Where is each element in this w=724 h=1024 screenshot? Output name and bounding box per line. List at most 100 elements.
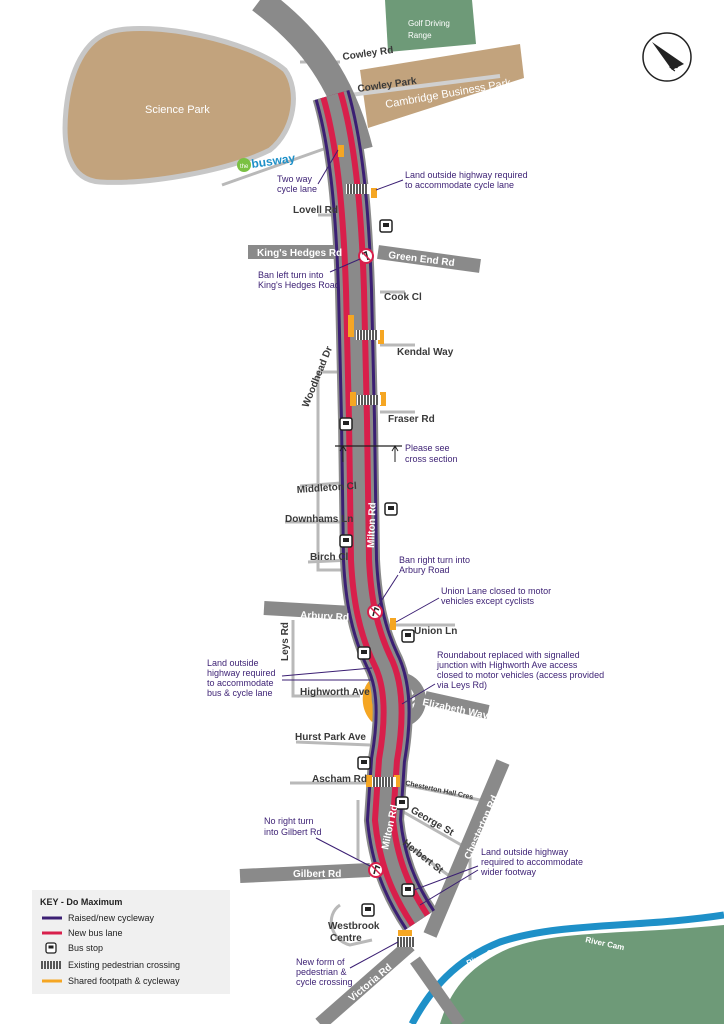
golf-label-2: Range [408,31,432,40]
anno-land-bus-2: highway required [207,668,276,678]
shared-path-4 [378,330,384,344]
leys-rd [291,620,360,698]
shared-path-3 [348,315,354,337]
bus-stop-icon [361,903,375,917]
label-gilbert-rd: Gilbert Rd [293,869,341,880]
leader-no-right [315,837,371,867]
chesterton-rd [423,759,510,938]
westbrook-loop [329,903,373,947]
busway-track [221,143,336,187]
leader-two-way [317,149,339,185]
ped-crossing-2 [356,330,380,340]
anno-ban-left-1: Ban left turn into [258,270,324,280]
hurst-park-ave [295,740,371,747]
shared-path-10 [398,930,412,936]
woodhead-dr-loop [316,370,355,572]
anno-land-bus-3: to accommodate [207,678,274,688]
map-key: KEY - Do Maximum Raised/new cycleway New… [32,890,230,994]
no-right-turn-icon [367,604,383,620]
shared-path-9 [390,618,396,630]
elizabeth-way [423,691,490,719]
bus-stop-icon [357,646,371,660]
anno-land-cycle-2: to accommodate cycle lane [405,180,514,190]
no-left-turn-icon [358,248,374,264]
golf-label: Golf Driving [408,19,450,28]
anno-crossing-2: pedestrian & [296,967,347,977]
anno-crossing-3: cycle crossing [296,977,353,987]
anno-cross-2: cross section [405,454,458,464]
business-park-area [360,44,524,128]
no-right-turn-icon [368,862,384,878]
leader-land-cycle [375,179,404,191]
bus-stop-icon [395,796,409,810]
label-ascham-rd: Ascham Rd [312,774,367,785]
anno-two-way-2: cycle lane [277,184,317,194]
busway-prefix: the [240,164,249,170]
label-cowley-rd: Cowley Rd [342,45,394,63]
key-label-cycleway: Raised/new cycleway [68,913,155,923]
leader-land-bus [281,667,373,681]
key-label-crossing: Existing pedestrian crossing [68,960,180,970]
leader-ban-left [329,258,361,273]
bus-stop-icon [339,417,353,431]
green-space [440,925,724,1024]
label-union-ln: Union Ln [414,626,457,637]
leader-crossing [349,941,399,969]
label-chesterton-hall-cres: Chesterton Hall Cres [405,780,474,801]
anno-footway-3: wider footway [480,867,537,877]
label-highworth-ave: Highworth Ave [300,687,370,698]
label-milton-rd-1: Milton Rd [366,502,379,548]
label-kings-hedges-rd: King's Hedges Rd [257,248,342,259]
leader-roundabout [401,683,436,705]
label-leys-rd: Leys Rd [280,622,291,661]
anno-ban-right-1: Ban right turn into [399,555,470,565]
anno-union-1: Union Lane closed to motor [441,586,551,596]
busway-logo-text: busway [250,151,296,171]
anno-union-2: vehicles except cyclists [441,596,535,606]
anno-crossing-1: New form of [296,957,345,967]
victoria-rd [315,939,415,1024]
label-fraser-rd: Fraser Rd [388,414,435,425]
gilbert-rd [239,863,371,883]
anno-two-way-1: Two way [277,174,313,184]
leader-union [395,597,440,623]
anno-footway-2: required to accommodate [481,857,583,867]
ped-crossing-5 [396,937,416,947]
bus-stop-icon [379,219,393,233]
anno-ban-right-2: Arbury Road [399,565,450,575]
label-lovell-rd: Lovell Rd [293,205,338,216]
key-label-bus-lane: New bus lane [68,928,123,938]
leader-ban-right [377,574,399,607]
key-label-shared: Shared footpath & cycleway [68,976,180,986]
anno-land-cycle-1: Land outside highway required [405,170,528,180]
label-downhams-ln: Downhams Ln [285,514,353,525]
chesterton-bridge-rd [410,956,465,1024]
label-cook-cl: Cook Cl [384,292,422,303]
shared-path-1 [338,145,344,157]
bus-stop-icon [339,534,353,548]
green-end-rd [377,245,481,273]
bus-stop-icon [357,756,371,770]
label-kendal-way: Kendal Way [397,347,454,358]
label-george-st: George St [409,805,456,839]
anno-roundabout-4: via Leys Rd) [437,680,487,690]
anno-no-right-1: No right turn [264,816,314,826]
compass: N [642,32,692,82]
key-label-bus-stop: Bus stop [68,943,103,953]
ped-crossing-3 [357,395,381,405]
anno-land-bus-1: Land outside [207,658,259,668]
busway-logo-icon [237,158,251,172]
anno-ban-left-2: King's Hedges Road [258,280,340,290]
key-bus-stop-icon [45,942,57,954]
anno-land-bus-4: bus & cycle lane [207,688,273,698]
label-arbury-rd: Arbury Rd [300,610,349,624]
cross-section-marker [335,445,402,462]
golf-range-area [385,0,476,52]
shared-path-8 [394,775,400,787]
label-middleton-cl: Middleton Cl [296,481,357,496]
anno-roundabout-3: closed to motor vehicles (access provide… [437,670,604,680]
anno-roundabout-1: Roundabout replaced with signalled [437,650,580,660]
shared-path-5 [350,392,356,406]
